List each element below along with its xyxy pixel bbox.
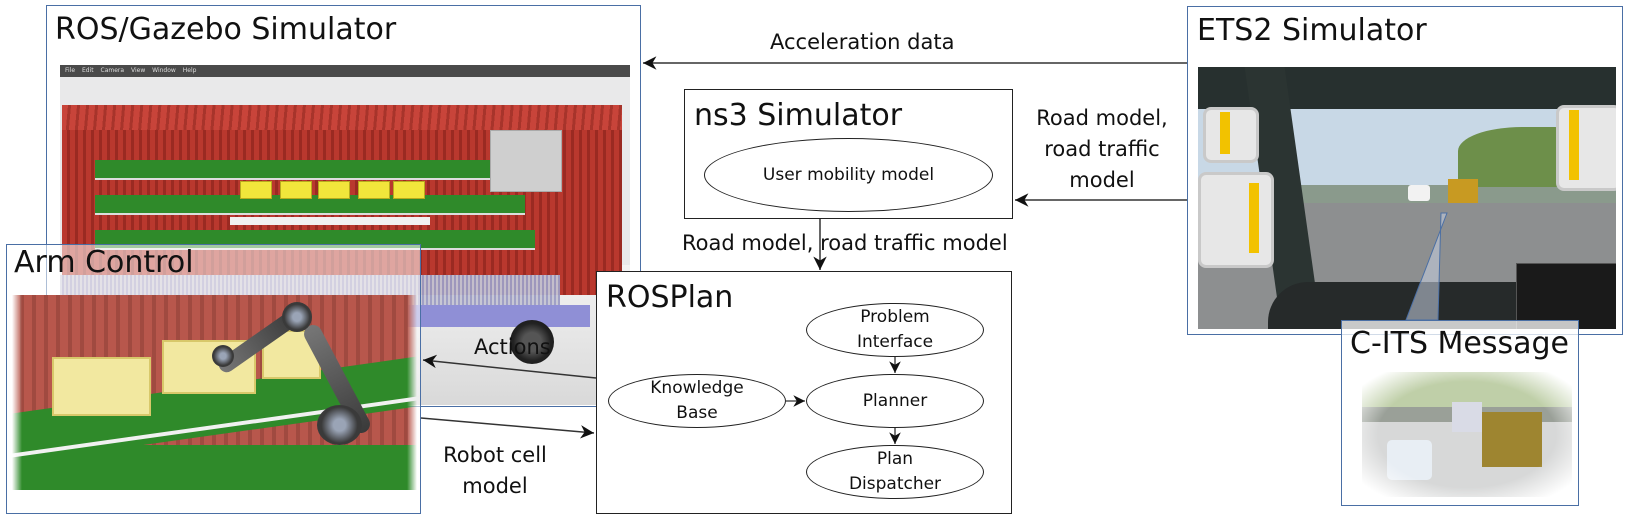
robot-arm-joint	[282, 302, 312, 332]
ets2-to-ns3-line3: model	[1069, 168, 1135, 192]
wheel	[510, 320, 554, 364]
yellow-roadwork-van	[1448, 179, 1478, 203]
robot-cell-model-label: Robot cell model	[430, 440, 560, 502]
ns3-to-rosplan-label: Road model, road traffic model	[682, 231, 1008, 255]
rosplan-title: ROSPlan	[606, 280, 734, 315]
arm-control-title: Arm Control	[14, 245, 194, 280]
yellow-bin	[280, 181, 312, 199]
arm-yellow-bin	[52, 357, 151, 416]
robot-cell-model-line1: Robot cell	[443, 443, 547, 467]
left-mirror-lower	[1198, 172, 1274, 268]
ets2-to-ns3-line1: Road model,	[1036, 106, 1168, 130]
gantry-rail	[230, 217, 430, 225]
robot-cell-model-line2: model	[462, 474, 528, 498]
plan-dispatcher-node: Plan Dispatcher	[806, 445, 984, 499]
shelf-top	[95, 160, 515, 180]
white-car	[1408, 185, 1430, 201]
ros-gazebo-title: ROS/Gazebo Simulator	[55, 12, 397, 47]
container-roof	[62, 105, 622, 130]
shelf-middle	[95, 195, 525, 215]
knowledge-base-line1: Knowledge	[650, 378, 744, 398]
plan-dispatcher-line2: Dispatcher	[848, 474, 942, 494]
planner-node: Planner	[806, 374, 984, 428]
problem-interface-line1: Problem	[860, 307, 930, 327]
ns3-title: ns3 Simulator	[694, 98, 903, 133]
knowledge-base-line2: Base	[676, 403, 718, 423]
grey-crate	[490, 130, 562, 192]
yellow-bin	[318, 181, 350, 199]
cits-callout-wedge	[1405, 212, 1448, 321]
gazebo-menu-view[interactable]: View	[130, 67, 146, 74]
mirror-stripe	[1249, 183, 1259, 253]
yellow-bin	[240, 181, 272, 199]
robot-arm-gripper	[212, 345, 234, 367]
navigation-screen	[1516, 263, 1616, 329]
problem-interface-line2: Interface	[856, 332, 934, 352]
robot-arm-base	[317, 405, 362, 445]
roadwork-van	[1482, 412, 1542, 467]
cits-title: C-ITS Message	[1350, 326, 1570, 361]
user-mobility-model-node: User mobility model	[704, 138, 993, 212]
ets2-to-ns3-line2: road traffic	[1044, 137, 1160, 161]
user-mobility-model-label: User mobility model	[762, 164, 935, 185]
ets2-to-ns3-label: Road model, road traffic model	[1022, 103, 1182, 196]
problem-interface-node: Problem Interface	[806, 303, 984, 357]
robot-cell-model-arrow	[420, 417, 595, 439]
gazebo-menu-help[interactable]: Help	[182, 67, 197, 74]
gazebo-menu-file[interactable]: File	[65, 67, 76, 74]
truck	[1452, 402, 1482, 432]
planner-label: Planner	[862, 390, 928, 411]
actions-arrow	[422, 354, 597, 379]
gazebo-menu-window[interactable]: Window	[152, 67, 176, 74]
mirror-stripe	[1569, 110, 1579, 180]
mirror-stripe	[1220, 112, 1230, 154]
white-car	[1387, 440, 1432, 480]
acceleration-data-label: Acceleration data	[770, 30, 955, 54]
cits-message-image	[1362, 372, 1572, 497]
yellow-bin	[393, 181, 425, 199]
gazebo-menu-edit[interactable]: Edit	[81, 67, 94, 74]
gazebo-menubar: File Edit Camera View Window Help	[60, 65, 630, 77]
left-mirror-upper	[1203, 107, 1259, 163]
ets2-title: ETS2 Simulator	[1197, 13, 1427, 48]
gazebo-menu-camera[interactable]: Camera	[100, 67, 125, 74]
arm-shelf-lower	[12, 445, 417, 490]
ets2-screenshot	[1198, 67, 1616, 329]
knowledge-base-node: Knowledge Base	[608, 374, 786, 428]
actions-label: Actions	[474, 335, 551, 359]
arm-control-screenshot	[12, 295, 417, 490]
yellow-bin	[358, 181, 390, 199]
right-mirror	[1556, 105, 1616, 191]
plan-dispatcher-line1: Plan	[876, 449, 914, 469]
